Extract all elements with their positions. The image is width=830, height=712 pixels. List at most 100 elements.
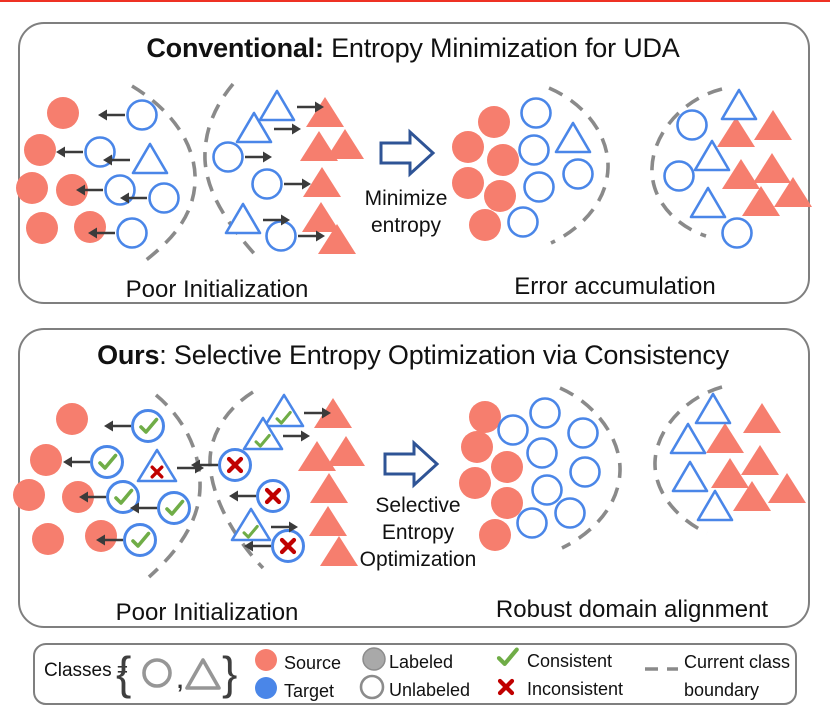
target-triangle — [224, 202, 262, 235]
target-circle — [569, 456, 601, 488]
pseudo-label-arrowhead — [244, 540, 253, 552]
target-circle — [116, 217, 148, 249]
source-dot — [16, 172, 48, 204]
consistent-check-icon — [98, 453, 118, 470]
source-triangle — [722, 159, 760, 189]
source-dot — [461, 431, 493, 463]
target-circle — [526, 437, 558, 469]
label-poor-initialization-conventional: Poor Initialization — [125, 276, 309, 303]
label-minimize-entropy: Minimize entropy — [364, 187, 448, 237]
label-poor-initialization-ours: Poor Initialization — [115, 599, 299, 626]
source-triangle — [754, 110, 792, 140]
source-dot — [469, 209, 501, 241]
legend-labeled-label: Labeled — [389, 652, 454, 672]
label-robust-domain-alignment: Robust domain alignment — [495, 596, 769, 623]
source-triangle — [742, 186, 780, 216]
target-circle — [554, 497, 586, 529]
legend-check-icon — [496, 647, 519, 666]
legend-consistent-label: Consistent — [527, 651, 613, 671]
target-triangle — [554, 121, 592, 154]
legend-unlabeled-label: Unlabeled — [389, 680, 471, 700]
source-dot — [469, 401, 501, 433]
pseudo-label-arrowhead — [63, 456, 72, 468]
consistent-check-icon — [139, 417, 159, 434]
legend-source-dot — [255, 649, 277, 671]
target-circle — [531, 474, 563, 506]
inconsistent-cross-icon — [150, 465, 164, 479]
source-triangle — [327, 436, 365, 466]
target-circle — [212, 141, 244, 173]
target-triangle — [694, 392, 732, 425]
pseudo-label-arrowhead — [130, 502, 139, 514]
source-dot — [491, 451, 523, 483]
pseudo-label-arrowhead — [315, 101, 324, 113]
source-triangle — [318, 224, 356, 254]
pseudo-label-arrowhead — [316, 230, 325, 242]
target-triangle — [136, 448, 178, 483]
panel-ours — [18, 328, 810, 628]
target-triangle — [263, 393, 305, 428]
target-circle — [562, 158, 594, 190]
target-triangle — [131, 142, 169, 175]
block-arrow-icon — [379, 128, 436, 178]
source-triangle — [706, 423, 744, 453]
source-dot — [478, 106, 510, 138]
pseudo-label-arrowhead — [76, 184, 85, 196]
pseudo-label-arrowhead — [96, 534, 105, 546]
source-dot — [13, 479, 45, 511]
top-border-line — [0, 0, 830, 2]
pseudo-label-arrowhead — [56, 146, 65, 158]
target-circle — [123, 523, 157, 557]
target-circle — [126, 99, 158, 131]
class-boundary-dashed — [653, 385, 723, 535]
target-triangle — [696, 489, 734, 522]
source-dot — [56, 403, 88, 435]
target-circle — [251, 168, 283, 200]
source-dot — [479, 519, 511, 551]
pseudo-label-arrowhead — [98, 109, 107, 121]
target-triangle — [242, 416, 284, 451]
legend-cross-icon — [497, 678, 515, 696]
legend-box — [33, 643, 797, 705]
pseudo-label-arrowhead — [79, 491, 88, 503]
pseudo-label-arrowhead — [103, 154, 112, 166]
target-triangle — [671, 460, 709, 493]
target-circle — [516, 507, 548, 539]
pseudo-label-arrowhead — [229, 490, 238, 502]
source-dot — [24, 134, 56, 166]
source-dot — [30, 444, 62, 476]
target-circle — [523, 171, 555, 203]
source-triangle — [314, 398, 352, 428]
target-circle — [90, 445, 124, 479]
source-triangle — [303, 167, 341, 197]
consistent-check-icon — [254, 433, 271, 448]
target-circle — [518, 134, 550, 166]
pseudo-label-arrowhead — [104, 420, 113, 432]
target-circle — [131, 409, 165, 443]
class-boundary-dashed — [147, 393, 202, 579]
target-circle — [567, 417, 599, 449]
source-dot — [56, 174, 88, 206]
panel-conventional — [18, 22, 810, 304]
target-triangle — [693, 139, 731, 172]
comma: , — [177, 668, 184, 693]
target-circle — [265, 220, 297, 252]
legend-inconsistent-label: Inconsistent — [527, 679, 624, 699]
legend-classes-label: Classes = — [44, 660, 128, 681]
panel2-title-rest: : Selective Entropy Optimization via Con… — [159, 340, 729, 370]
panel1-title: Conventional: Entropy Minimization for U… — [18, 33, 808, 64]
source-triangle — [302, 202, 340, 232]
brace-open: { — [116, 647, 132, 699]
consistent-check-icon — [242, 524, 259, 539]
target-circle — [676, 109, 708, 141]
pseudo-label-arrowhead — [263, 151, 272, 163]
target-circle — [721, 217, 753, 249]
source-dot — [47, 97, 79, 129]
class-boundary-dashed — [559, 386, 622, 550]
panel1-title-bold: Conventional: — [146, 33, 324, 63]
class-circle-icon — [142, 658, 172, 688]
pseudo-label-arrowhead — [120, 192, 129, 204]
target-circle — [529, 397, 561, 429]
target-triangle — [235, 111, 273, 144]
